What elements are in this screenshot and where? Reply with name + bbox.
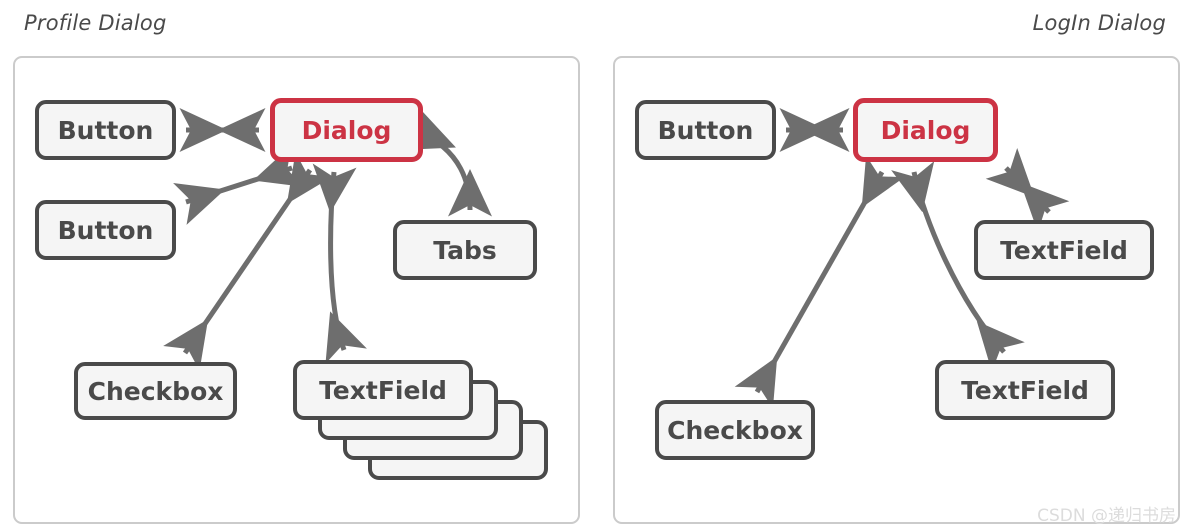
node-button-2[interactable]: Button: [35, 200, 176, 260]
node-label: Checkbox: [87, 376, 224, 406]
node-tabs[interactable]: Tabs: [393, 220, 537, 280]
node-label: Button: [57, 215, 154, 245]
node-label: TextField: [1000, 235, 1128, 265]
node-dialog-profile[interactable]: Dialog: [270, 98, 423, 162]
node-label: TextField: [319, 375, 447, 405]
node-checkbox-profile[interactable]: Checkbox: [74, 362, 237, 420]
panel-title-login: LogIn Dialog: [1032, 11, 1166, 35]
node-label: Tabs: [433, 235, 497, 265]
node-label: Button: [57, 115, 154, 145]
node-r-textfield-2[interactable]: TextField: [935, 360, 1115, 420]
node-label: Checkbox: [667, 415, 803, 445]
node-button-1[interactable]: Button: [35, 100, 176, 160]
node-label: Dialog: [880, 115, 971, 145]
stack-card-front[interactable]: TextField: [293, 360, 473, 420]
node-r-button-1[interactable]: Button: [635, 100, 776, 160]
panel-title-profile: Profile Dialog: [24, 11, 167, 35]
node-r-checkbox[interactable]: Checkbox: [655, 400, 815, 460]
node-dialog-login[interactable]: Dialog: [853, 98, 998, 162]
node-r-textfield-1[interactable]: TextField: [974, 220, 1154, 280]
node-label: Button: [657, 115, 754, 145]
node-label: Dialog: [301, 115, 392, 145]
node-label: TextField: [961, 375, 1089, 405]
watermark: CSDN @递归书房: [1037, 506, 1176, 526]
